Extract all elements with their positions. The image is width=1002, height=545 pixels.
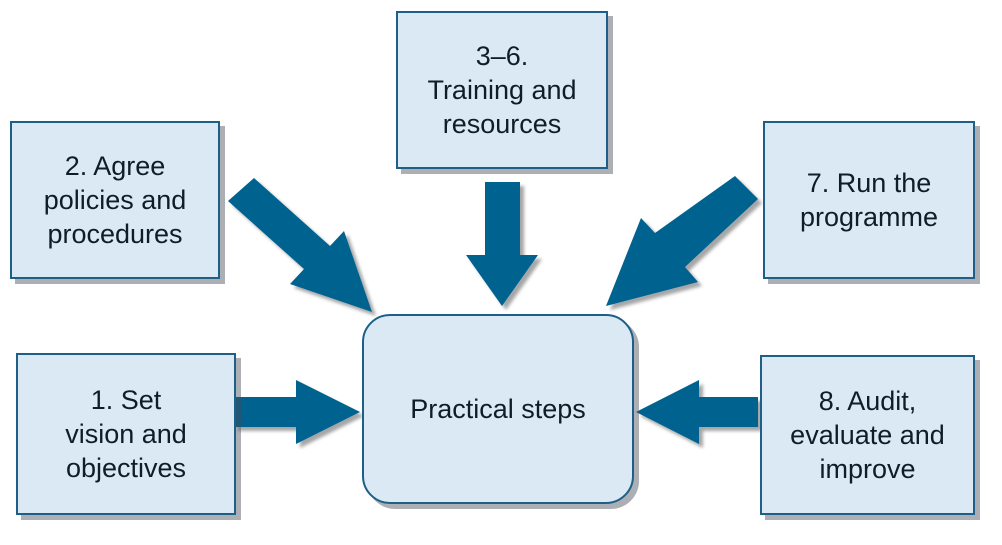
arrow-step8-to-center xyxy=(636,380,758,444)
step-7-label: 7. Run the programme xyxy=(799,168,939,232)
step-8-label: 8. Audit, evaluate and improve xyxy=(790,386,945,484)
step-7-box: 7. Run the programme xyxy=(763,121,975,279)
step-1-label: 1. Set vision and objectives xyxy=(65,385,187,483)
step-8-box: 8. Audit, evaluate and improve xyxy=(760,355,975,515)
step-3-6-label: 3–6. Training and resources xyxy=(427,41,577,139)
center-label: Practical steps xyxy=(410,394,586,424)
arrow-step1-to-center xyxy=(234,380,360,444)
step-3-6-box: 3–6. Training and resources xyxy=(396,11,608,169)
step-2-box: 2. Agree policies and procedures xyxy=(10,121,220,279)
arrow-step7-to-center xyxy=(606,176,758,306)
practical-steps-center-box: Practical steps xyxy=(362,314,634,504)
step-2-label: 2. Agree policies and procedures xyxy=(43,151,187,249)
step-1-box: 1. Set vision and objectives xyxy=(16,353,236,515)
arrow-step2-to-center xyxy=(228,178,372,312)
arrow-step3-to-center xyxy=(466,182,538,306)
